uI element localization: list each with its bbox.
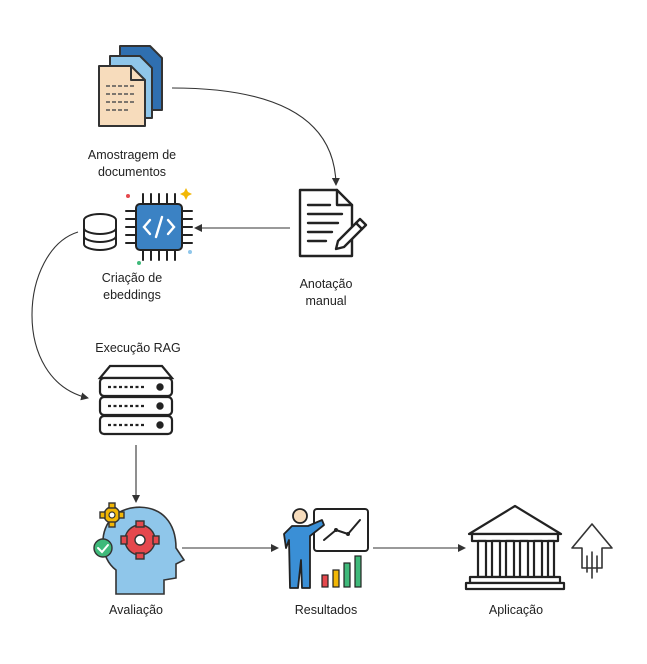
document-pen-icon: [298, 188, 368, 258]
up-arrow-icon: [571, 523, 613, 579]
presenter-chart-icon: [283, 508, 369, 589]
server-rack-icon: [97, 364, 175, 436]
annotation-label: Anotação manual: [299, 277, 353, 308]
arrow-sampling-to-annotation: [171, 87, 340, 186]
embeddings-label: Criação de ebeddings: [101, 271, 163, 302]
bank-building-icon: [464, 504, 566, 591]
application-label: Aplicação: [488, 603, 544, 617]
head-gears-icon: [93, 502, 186, 595]
database-chip-icon: [83, 188, 193, 265]
results-label: Resultados: [294, 603, 358, 617]
evaluation-label: Avaliação: [109, 603, 163, 617]
documents-stack-icon: [98, 45, 163, 127]
rag-label: Execução RAG: [95, 341, 181, 355]
sampling-label: Amostragem de documentos: [87, 148, 177, 179]
arrow-embeddings-to-rag: [31, 231, 89, 401]
